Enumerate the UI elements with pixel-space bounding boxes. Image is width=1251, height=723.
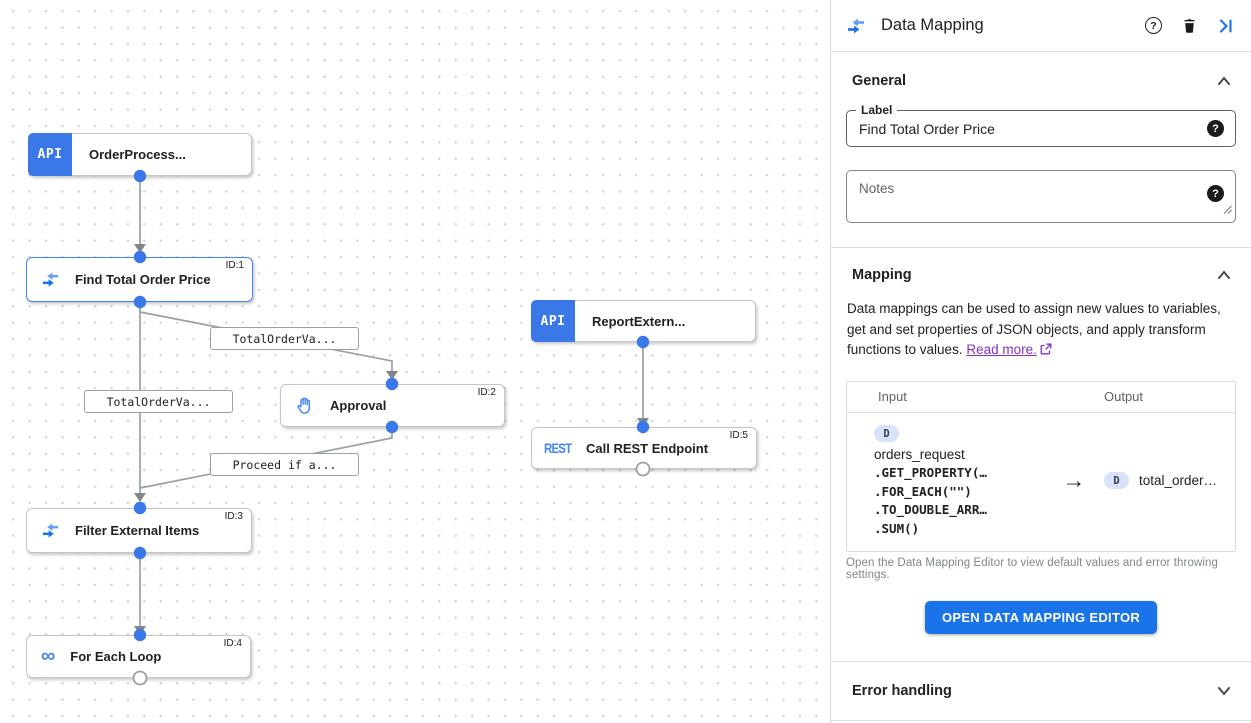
config-panel: Data Mapping ? General [830, 0, 1251, 723]
node-call-rest-endpoint[interactable]: REST Call REST Endpoint ID:5 [531, 427, 757, 469]
api-badge-icon: API [28, 133, 72, 176]
connection-points-layer [132, 169, 651, 686]
section-error-handling: Error handling [831, 662, 1251, 721]
panel-header: Data Mapping ? [831, 0, 1251, 52]
collapse-panel-icon[interactable] [1217, 17, 1235, 35]
notes-field: ? [846, 170, 1236, 223]
node-id-badge: ID:3 [224, 511, 243, 522]
node-label: Call REST Endpoint [586, 440, 709, 456]
section-general: General Label ? ? [831, 52, 1251, 248]
node-label: ReportExtern... [592, 313, 686, 329]
transform-function: .TO_DOUBLE_ARR… [874, 502, 987, 517]
node-filter-external-items[interactable]: Filter External Items ID:3 [26, 508, 252, 553]
label-help-icon[interactable]: ? [1207, 120, 1224, 137]
data-mapping-icon [41, 521, 60, 540]
transform-function: .FOR_EACH("") [874, 483, 972, 499]
api-badge-icon: API [531, 300, 575, 342]
panel-title: Data Mapping [881, 16, 984, 34]
chevron-up-icon[interactable] [1215, 73, 1233, 89]
output-column-header: Output [1104, 389, 1144, 404]
mapping-table: Input Output D orders_request .GET_PROPE… [846, 380, 1236, 552]
label-input[interactable] [847, 111, 1235, 146]
mapping-table-row[interactable]: D orders_request .GET_PROPERTY(… .FOR_EA… [847, 413, 1235, 552]
loop-icon: ∞ [41, 644, 56, 667]
chevron-up-icon[interactable] [1215, 267, 1233, 283]
section-mapping: Mapping Data mappings can be used to ass… [831, 248, 1251, 662]
node-orderprocess-trigger[interactable]: API OrderProcess... [28, 133, 252, 176]
read-more-link[interactable]: Read more. [966, 342, 1037, 357]
data-mapping-icon [846, 16, 866, 36]
node-reportextern-trigger[interactable]: API ReportExtern... [531, 300, 756, 342]
edge-label-totalorderva-1[interactable]: TotalOrderVa... [210, 327, 359, 350]
label-field: Label ? [846, 103, 1236, 147]
node-id-badge: ID:4 [223, 638, 242, 649]
node-for-each-loop[interactable]: ∞ For Each Loop ID:4 [26, 635, 251, 678]
mapping-description: Data mappings can be used to assign new … [846, 299, 1236, 362]
edge-label-totalorderva-2[interactable]: TotalOrderVa... [84, 390, 233, 413]
open-data-mapping-editor-button[interactable]: OPEN DATA MAPPING EDITOR [924, 601, 1158, 634]
node-id-badge: ID:2 [477, 387, 496, 398]
resize-handle-icon[interactable] [1223, 201, 1232, 219]
mapping-table-header: Input Output [847, 382, 1235, 413]
node-label: For Each Loop [70, 649, 162, 664]
approval-hand-icon [295, 396, 315, 416]
data-mapping-icon [41, 270, 60, 289]
rest-icon: REST [544, 440, 572, 456]
output-variable: total_order… [1139, 473, 1218, 489]
mapping-arrow-icon: → [1062, 467, 1086, 494]
error-handling-section-title: Error handling [852, 683, 952, 699]
node-find-total-order-price[interactable]: Find Total Order Price ID:1 [26, 257, 253, 302]
input-column-header: Input [878, 389, 907, 404]
notes-input[interactable] [847, 171, 1235, 217]
transform-function: .SUM() [874, 520, 920, 536]
transform-function: .GET_PROPERTY(… [874, 465, 987, 480]
external-link-icon [1040, 341, 1052, 362]
mapping-caption: Open the Data Mapping Editor to view def… [846, 557, 1219, 581]
edge-label-proceed-if[interactable]: Proceed if a... [210, 453, 359, 476]
node-label: Find Total Order Price [75, 272, 211, 287]
node-label: Filter External Items [75, 523, 200, 538]
label-field-label: Label [856, 103, 898, 117]
datatype-badge: D [1104, 472, 1129, 490]
delete-task-button[interactable] [1181, 17, 1198, 35]
datatype-badge: D [874, 425, 899, 442]
chevron-down-icon[interactable] [1215, 683, 1233, 699]
help-icon[interactable]: ? [1145, 17, 1162, 34]
node-approval[interactable]: Approval ID:2 [280, 384, 505, 427]
node-id-badge: ID:5 [729, 430, 748, 441]
general-section-title: General [852, 73, 906, 89]
node-id-badge: ID:1 [225, 260, 244, 271]
node-label: Approval [330, 398, 387, 413]
edges-layer [134, 176, 649, 635]
workflow-canvas[interactable]: TotalOrderVa... TotalOrderVa... Proceed … [0, 0, 830, 723]
input-variable: orders_request [874, 447, 965, 462]
notes-help-icon[interactable]: ? [1207, 185, 1224, 202]
node-label: OrderProcess... [89, 147, 186, 162]
mapping-section-title: Mapping [852, 267, 912, 283]
